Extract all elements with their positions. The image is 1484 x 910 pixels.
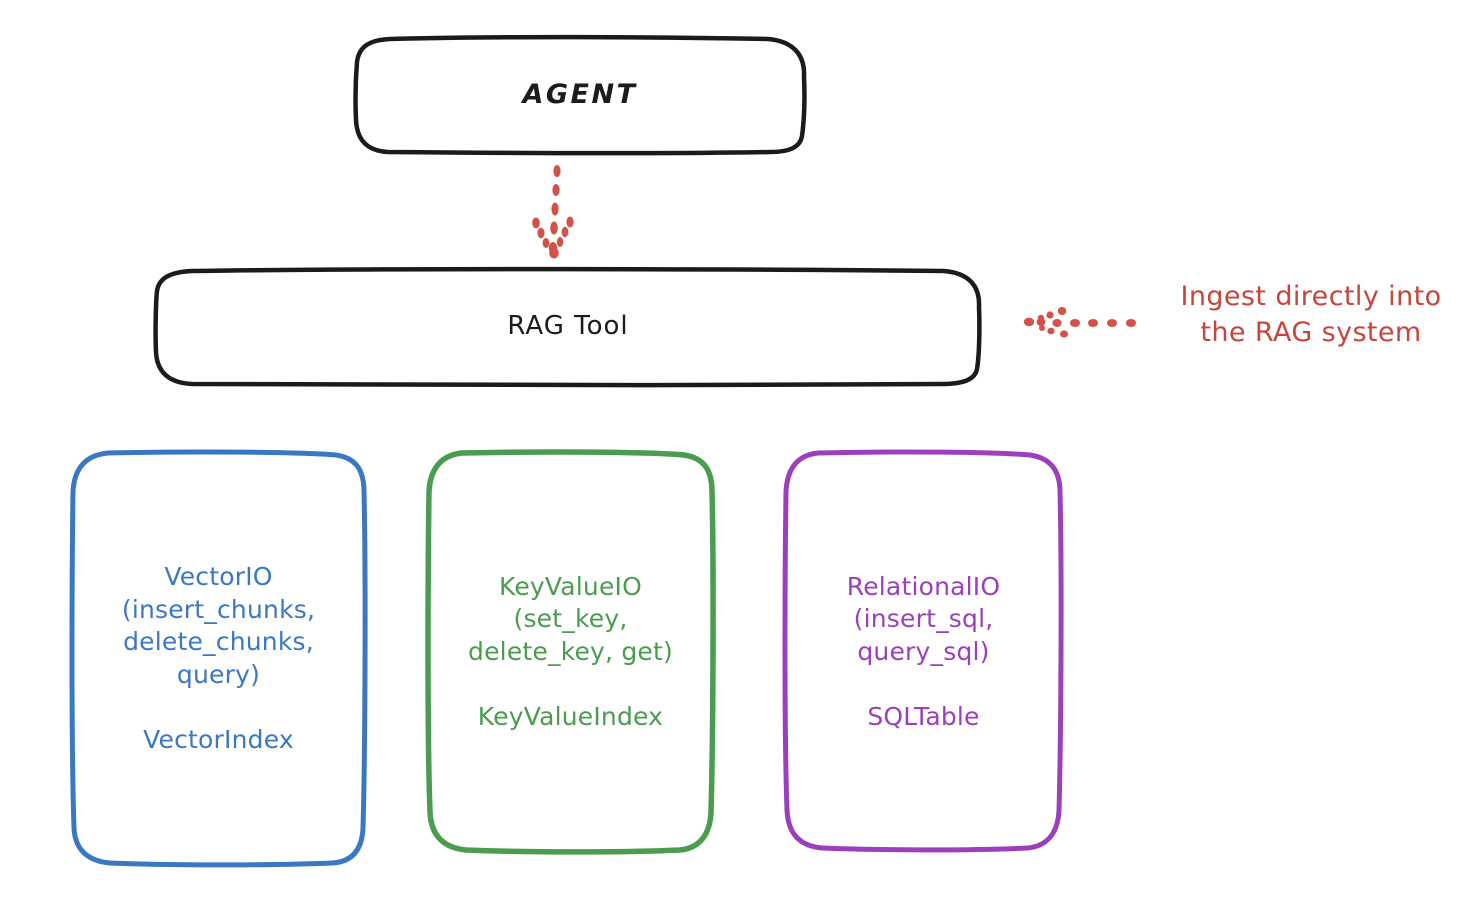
node-rag-tool[interactable]: RAG Tool — [156, 270, 980, 383]
node-relational-io[interactable]: RelationalIO (insert_sql, query_sql) SQL… — [786, 452, 1061, 852]
node-vector-io[interactable]: VectorIO (insert_chunks, delete_chunks, … — [72, 452, 365, 865]
node-relational-io-label: RelationalIO (insert_sql, query_sql) SQL… — [846, 571, 1001, 731]
node-key-value-io[interactable]: KeyValueIO (set_key, delete_key, get) Ke… — [428, 452, 713, 852]
node-key-value-io-label: KeyValueIO (set_key, delete_key, get) Ke… — [468, 571, 673, 731]
node-agent[interactable]: AGENT — [355, 38, 805, 152]
ingest-to-rag-arrow — [1023, 307, 1136, 338]
node-vector-io-label: VectorIO (insert_chunks, delete_chunks, … — [121, 562, 316, 754]
agent-to-rag-arrow — [532, 165, 574, 259]
node-agent-label: AGENT — [522, 79, 638, 111]
annotation-ingest-directly: Ingest directly into the RAG system — [1180, 281, 1442, 348]
node-rag-tool-label: RAG Tool — [507, 310, 629, 341]
